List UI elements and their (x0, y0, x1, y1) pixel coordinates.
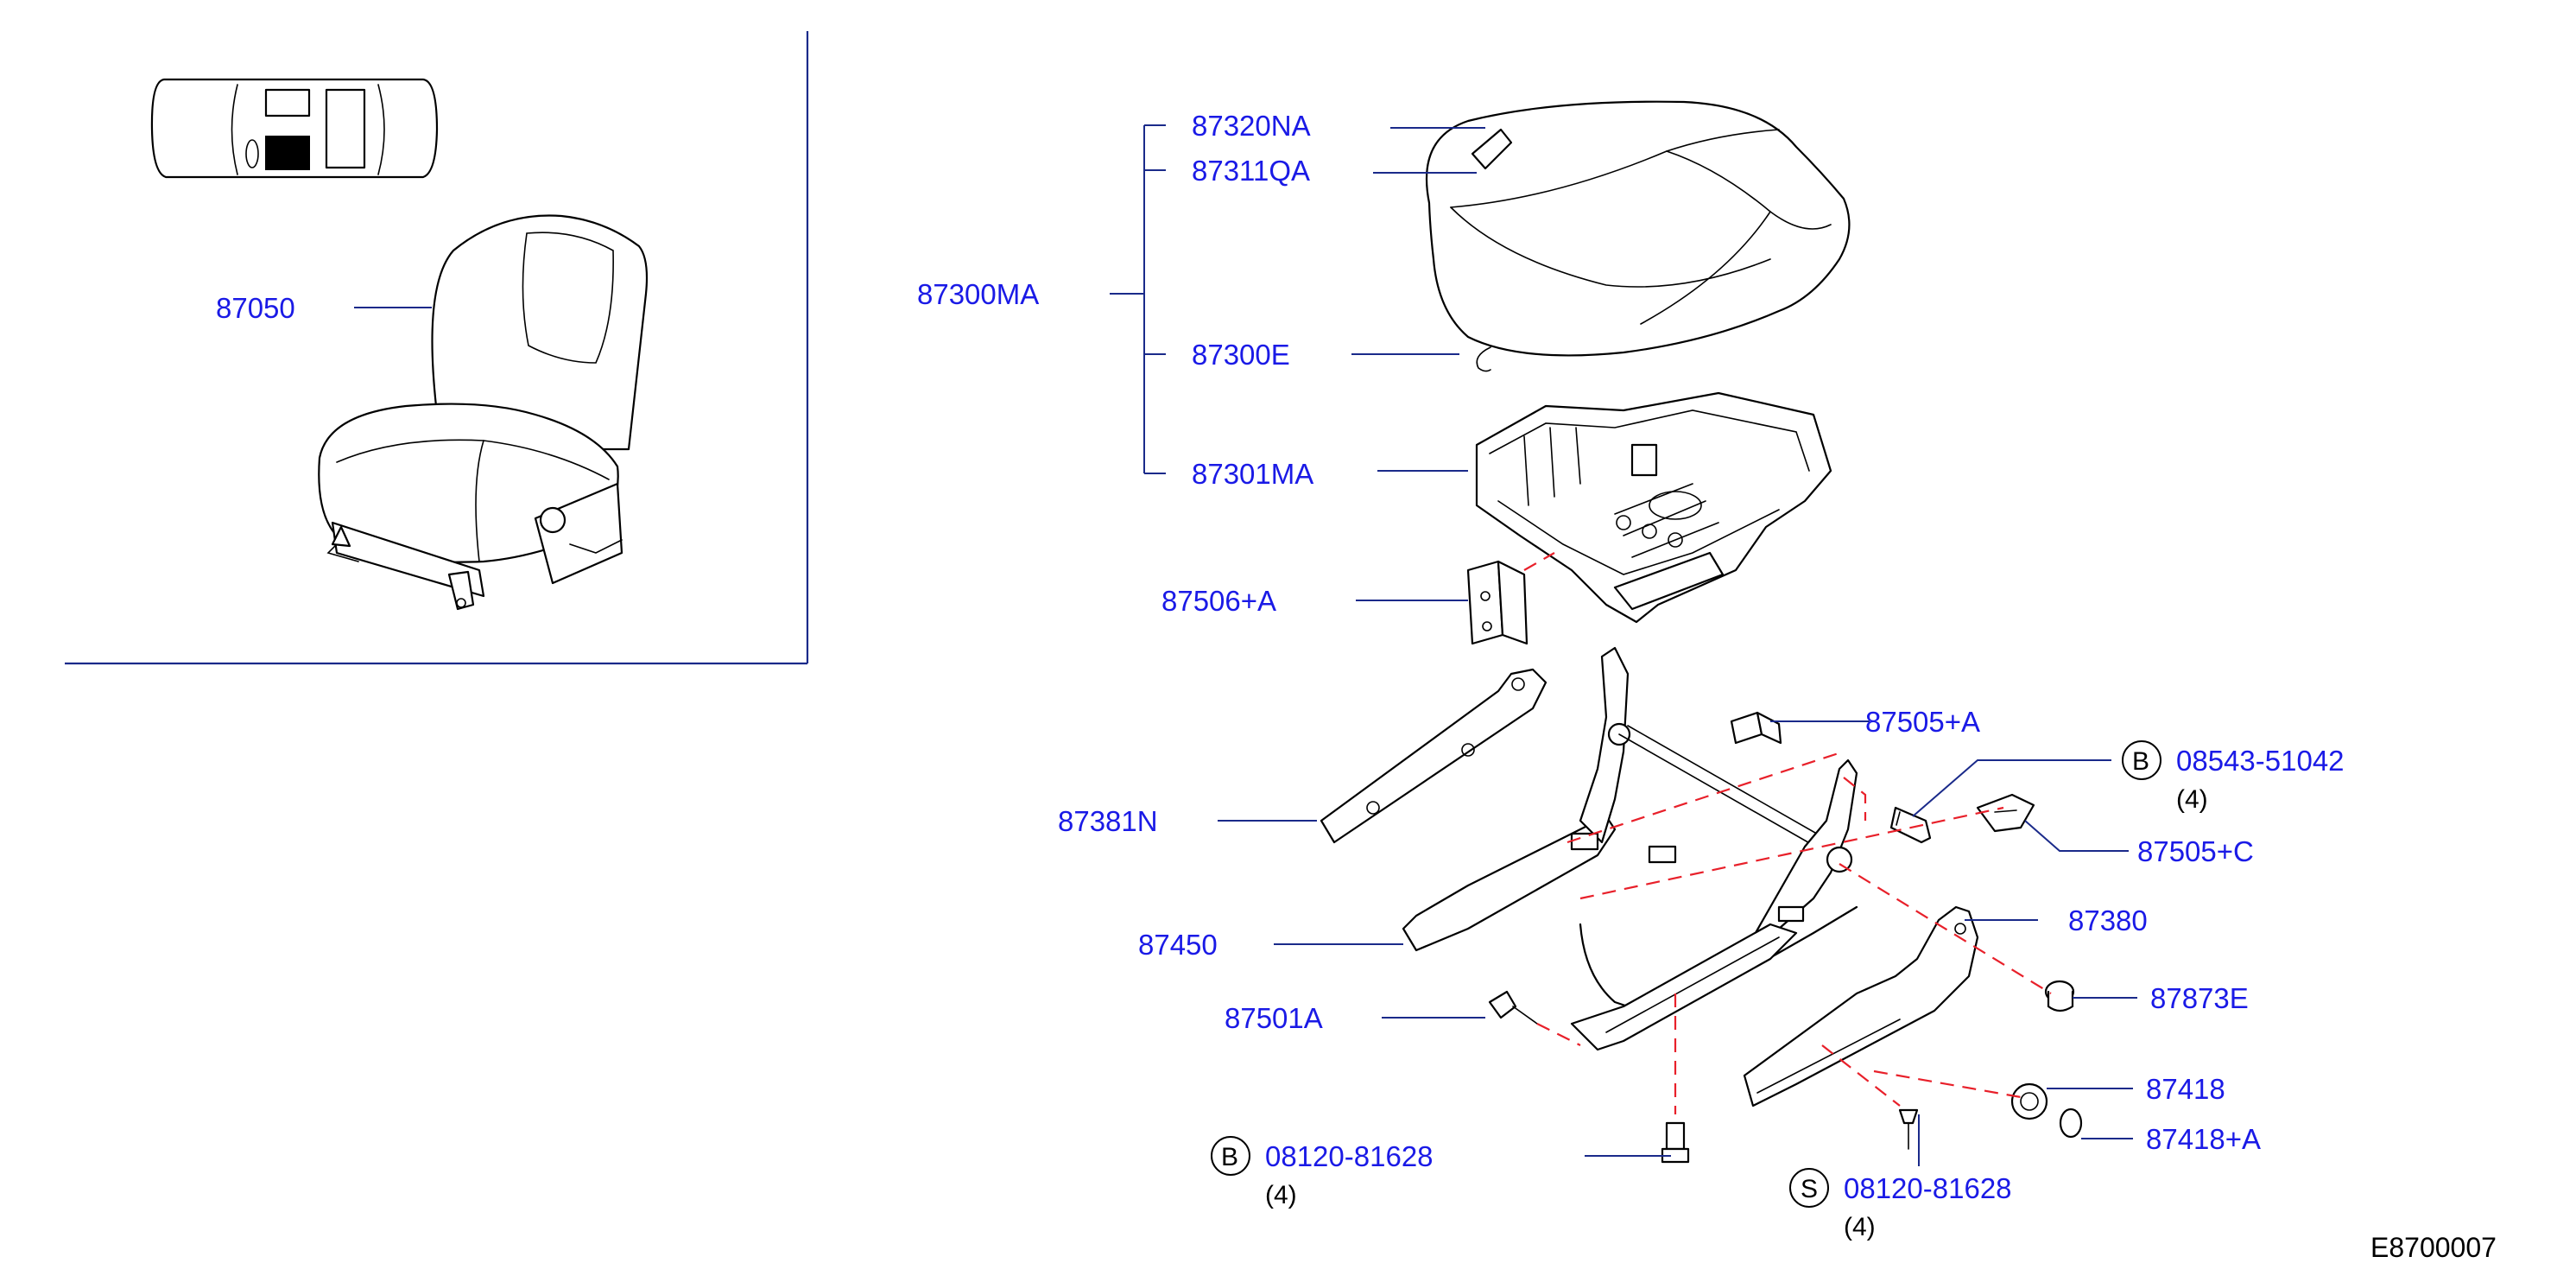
fastener-qty: (4) (2176, 785, 2208, 814)
seat-cushion-pad (1425, 100, 1851, 357)
fastener-bolt-top: B 08543-51042 (4) (2122, 740, 2345, 814)
bracket-87506a (1466, 560, 1529, 645)
fastener-screw-bottom: S 08120-81628 (4) (1789, 1168, 2012, 1241)
screw-08120-81628-right (1898, 1108, 1919, 1150)
fastener-prefix: B (2132, 747, 2149, 776)
label-87501a: 87501A (1225, 1002, 1323, 1034)
label-87311qa: 87311QA (1192, 155, 1310, 187)
label-87300ma: 87300MA (917, 278, 1039, 310)
label-87300e: 87300E (1192, 339, 1290, 371)
bolt-08120-81628-left (1661, 1121, 1690, 1164)
fastener-qty: (4) (1844, 1213, 1876, 1241)
part-labels: 87050 87320NA 87311QA 87300MA 87300E 873… (216, 110, 2261, 1155)
fastener-prefix: B (1221, 1143, 1238, 1171)
clip-87300e (1476, 346, 1491, 372)
vehicle-location-icon (150, 78, 439, 179)
label-87873e: 87873E (2150, 982, 2249, 1014)
label-87381n: 87381N (1058, 805, 1158, 837)
fastener-number: 08120-81628 (1265, 1140, 1434, 1172)
cover-87380 (1743, 905, 1979, 1107)
bolt-08543-51042 (1889, 806, 1932, 844)
seat-track-frame-87450 (1402, 646, 1858, 1051)
leader-lines (354, 124, 2137, 1166)
label-87301ma: 87301MA (1192, 458, 1313, 490)
label-87380: 87380 (2068, 904, 2148, 936)
fastener-bolt-bottom: B 08120-81628 (4) (1211, 1136, 1434, 1209)
alignment-lines (1536, 750, 2052, 1114)
block-87505a (1730, 711, 1782, 745)
label-87320na: 87320NA (1192, 110, 1311, 142)
fastener-prefix: S (1801, 1175, 1818, 1203)
label-87418a: 87418+A (2146, 1123, 2261, 1155)
bolt-87501a (1488, 990, 1538, 1025)
seat-assembly-illustration (318, 214, 649, 611)
cap-87873e (2044, 980, 2075, 1012)
label-87506a: 87506+A (1161, 585, 1276, 617)
fastener-number: 08120-81628 (1844, 1172, 2012, 1204)
inset-frame (65, 31, 809, 665)
label-87505c: 87505+C (2137, 835, 2254, 867)
cover-87505c (1976, 793, 2035, 833)
label-87418: 87418 (2146, 1073, 2225, 1105)
knob-87418 (2010, 1082, 2083, 1139)
fastener-number: 08543-51042 (2176, 745, 2345, 777)
label-87505a: 87505+A (1865, 706, 1980, 738)
cover-87381n (1320, 668, 1547, 844)
seat-cushion-frame (1475, 391, 1832, 624)
fastener-qty: (4) (1265, 1181, 1297, 1209)
label-87050: 87050 (216, 292, 295, 324)
diagram-code: E8700007 (2370, 1232, 2497, 1263)
label-87450: 87450 (1138, 929, 1218, 961)
